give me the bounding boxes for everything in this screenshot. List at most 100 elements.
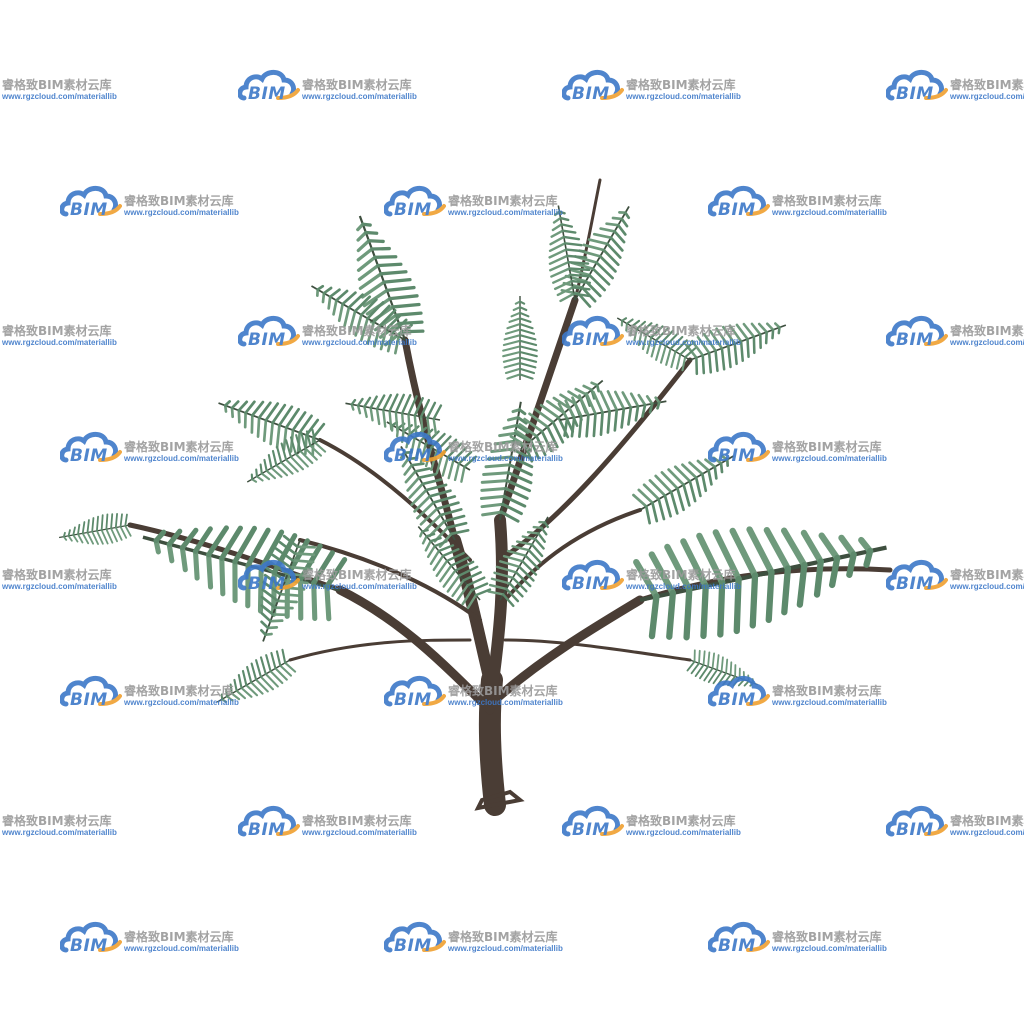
watermark-title: 睿格致BIM素材云库: [772, 684, 882, 698]
watermark-brand: BIM: [394, 200, 432, 220]
watermark: BIM 睿格致BIM素材云库 www.rgzcloud.com/material…: [886, 558, 1024, 598]
watermark-url: www.rgzcloud.com/materiallib: [772, 454, 887, 463]
cloud-logo-icon: [238, 559, 300, 591]
cloud-logo-icon: [384, 185, 446, 217]
watermark-title: 睿格致BIM素材云库: [302, 568, 412, 582]
watermark-brand: BIM: [394, 690, 432, 710]
cloud-logo-icon: [60, 431, 122, 463]
watermark: BIM 睿格致BIM素材云库 www.rgzcloud.com/material…: [708, 920, 898, 960]
watermark-title: 睿格致BIM素材云库: [124, 930, 234, 944]
watermark-url: www.rgzcloud.com/materiallib: [124, 208, 239, 217]
watermark-url: www.rgzcloud.com/materiallib: [2, 92, 117, 101]
watermark-url: www.rgzcloud.com/materiallib: [124, 454, 239, 463]
watermark-url: www.rgzcloud.com/materiallib: [302, 582, 417, 591]
watermark-title: 睿格致BIM素材云库: [772, 440, 882, 454]
watermark: BIM 睿格致BIM素材云库 www.rgzcloud.com/material…: [886, 314, 1024, 354]
watermark-brand: BIM: [394, 936, 432, 956]
cloud-logo-icon: [238, 315, 300, 347]
watermark-brand: BIM: [70, 446, 108, 466]
watermark-title: 睿格致BIM素材云库: [124, 194, 234, 208]
watermark-title: 睿格致BIM素材云库: [950, 568, 1024, 582]
watermark: BIM 睿格致BIM素材云库 www.rgzcloud.com/material…: [384, 920, 574, 960]
watermark-url: www.rgzcloud.com/materiallib: [626, 338, 741, 347]
watermark: BIM 睿格致BIM素材云库 www.rgzcloud.com/material…: [60, 674, 250, 714]
cloud-logo-icon: [60, 675, 122, 707]
watermark-url: www.rgzcloud.com/materiallib: [124, 944, 239, 953]
watermark-url: www.rgzcloud.com/materiallib: [950, 338, 1024, 347]
watermark: BIM 睿格致BIM素材云库 www.rgzcloud.com/material…: [238, 558, 428, 598]
watermark-title: 睿格致BIM素材云库: [302, 324, 412, 338]
watermark-brand: BIM: [248, 84, 286, 104]
cloud-logo-icon: [238, 69, 300, 101]
watermark: BIM 睿格致BIM素材云库 www.rgzcloud.com/material…: [562, 314, 752, 354]
watermark-title: 睿格致BIM素材云库: [448, 440, 558, 454]
watermark-title: 睿格致BIM素材云库: [772, 930, 882, 944]
watermark-title: 睿格致BIM素材云库: [2, 324, 112, 338]
watermark-url: www.rgzcloud.com/materiallib: [950, 582, 1024, 591]
watermark: BIM 睿格致BIM素材云库 www.rgzcloud.com/material…: [238, 68, 428, 108]
watermark-title: 睿格致BIM素材云库: [2, 814, 112, 828]
watermark-brand: BIM: [70, 936, 108, 956]
watermark-url: www.rgzcloud.com/materiallib: [626, 828, 741, 837]
watermark-url: www.rgzcloud.com/materiallib: [448, 698, 563, 707]
watermark: BIM 睿格致BIM素材云库 www.rgzcloud.com/material…: [886, 68, 1024, 108]
watermark-url: www.rgzcloud.com/materiallib: [950, 92, 1024, 101]
watermark: BIM 睿格致BIM素材云库 www.rgzcloud.com/material…: [562, 68, 752, 108]
cloud-logo-icon: [886, 315, 948, 347]
watermark: BIM 睿格致BIM素材云库 www.rgzcloud.com/material…: [708, 430, 898, 470]
watermark-url: www.rgzcloud.com/materiallib: [626, 92, 741, 101]
watermark-title: 睿格致BIM素材云库: [772, 194, 882, 208]
watermark-title: 睿格致BIM素材云库: [950, 78, 1024, 92]
watermark: BIM 睿格致BIM素材云库 www.rgzcloud.com/material…: [0, 558, 128, 598]
watermark: BIM 睿格致BIM素材云库 www.rgzcloud.com/material…: [384, 184, 574, 224]
watermark: BIM 睿格致BIM素材云库 www.rgzcloud.com/material…: [562, 558, 752, 598]
watermark-title: 睿格致BIM素材云库: [124, 440, 234, 454]
watermark-title: 睿格致BIM素材云库: [448, 684, 558, 698]
watermark-brand: BIM: [572, 820, 610, 840]
watermark-title: 睿格致BIM素材云库: [950, 814, 1024, 828]
cloud-logo-icon: [562, 69, 624, 101]
watermark-brand: BIM: [572, 574, 610, 594]
watermark: BIM 睿格致BIM素材云库 www.rgzcloud.com/material…: [708, 184, 898, 224]
cloud-logo-icon: [886, 805, 948, 837]
cloud-logo-icon: [708, 921, 770, 953]
watermark-brand: BIM: [394, 446, 432, 466]
cloud-logo-icon: [60, 185, 122, 217]
watermark-url: www.rgzcloud.com/materiallib: [448, 208, 563, 217]
watermark-brand: BIM: [718, 690, 756, 710]
watermark: BIM 睿格致BIM素材云库 www.rgzcloud.com/material…: [708, 674, 898, 714]
watermark-brand: BIM: [718, 200, 756, 220]
cloud-logo-icon: [384, 675, 446, 707]
watermark-url: www.rgzcloud.com/materiallib: [2, 828, 117, 837]
watermark: BIM 睿格致BIM素材云库 www.rgzcloud.com/material…: [238, 804, 428, 844]
watermark: BIM 睿格致BIM素材云库 www.rgzcloud.com/material…: [60, 184, 250, 224]
watermark-brand: BIM: [896, 330, 934, 350]
watermark-brand: BIM: [248, 820, 286, 840]
watermark-title: 睿格致BIM素材云库: [950, 324, 1024, 338]
watermark-title: 睿格致BIM素材云库: [448, 930, 558, 944]
watermark-url: www.rgzcloud.com/materiallib: [302, 92, 417, 101]
watermark-brand: BIM: [70, 200, 108, 220]
watermark-brand: BIM: [572, 330, 610, 350]
watermark: BIM 睿格致BIM素材云库 www.rgzcloud.com/material…: [384, 430, 574, 470]
watermark-url: www.rgzcloud.com/materiallib: [626, 582, 741, 591]
watermark-brand: BIM: [572, 84, 610, 104]
watermark-url: www.rgzcloud.com/materiallib: [950, 828, 1024, 837]
watermark-title: 睿格致BIM素材云库: [2, 568, 112, 582]
watermark-brand: BIM: [70, 690, 108, 710]
cloud-logo-icon: [886, 69, 948, 101]
cloud-logo-icon: [886, 559, 948, 591]
watermark: BIM 睿格致BIM素材云库 www.rgzcloud.com/material…: [886, 804, 1024, 844]
watermark-title: 睿格致BIM素材云库: [448, 194, 558, 208]
watermark-brand: BIM: [248, 574, 286, 594]
watermark-url: www.rgzcloud.com/materiallib: [448, 454, 563, 463]
watermark-url: www.rgzcloud.com/materiallib: [772, 944, 887, 953]
watermark-brand: BIM: [718, 936, 756, 956]
watermark-brand: BIM: [896, 820, 934, 840]
cloud-logo-icon: [384, 921, 446, 953]
cloud-logo-icon: [708, 185, 770, 217]
watermark-title: 睿格致BIM素材云库: [626, 324, 736, 338]
watermark-url: www.rgzcloud.com/materiallib: [772, 698, 887, 707]
watermark: BIM 睿格致BIM素材云库 www.rgzcloud.com/material…: [238, 314, 428, 354]
watermark-url: www.rgzcloud.com/materiallib: [302, 828, 417, 837]
